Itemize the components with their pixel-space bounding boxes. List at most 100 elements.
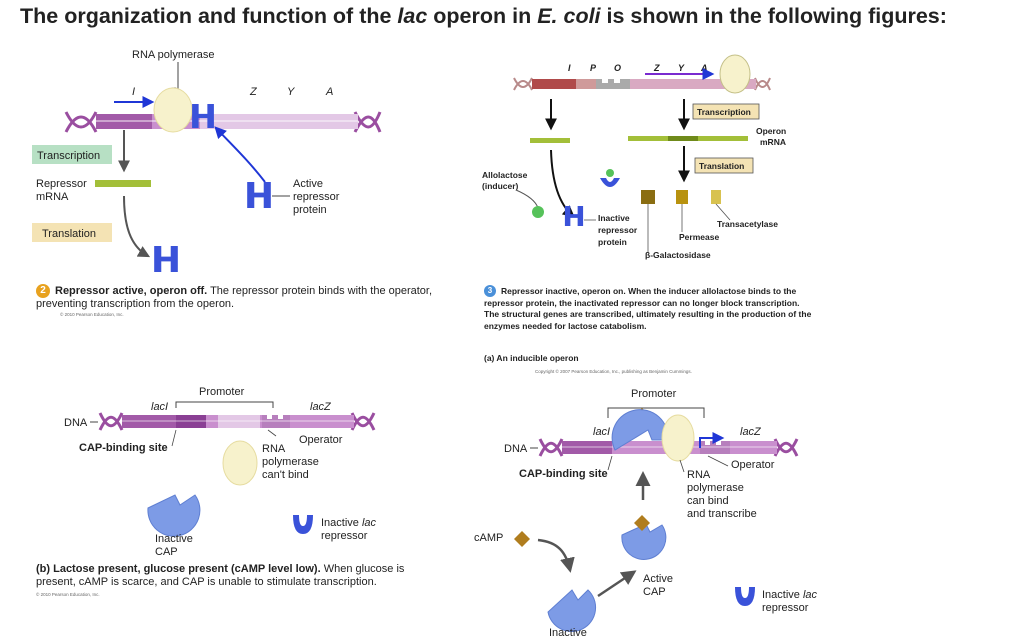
repressor-mrna-label: Repressor — [36, 178, 87, 190]
laci-label: lacI — [151, 401, 168, 413]
inactive-repressor-label: repressor — [598, 225, 638, 235]
page-title: The organization and function of the lac… — [20, 4, 947, 28]
gene-p-label: P — [590, 63, 597, 73]
inactive-cap-label: CAP — [155, 546, 178, 558]
rna-polymerase-label: RNA — [687, 469, 711, 481]
translation-box — [694, 157, 754, 174]
copyright-note: © 2010 Pearson Education, Inc. — [36, 592, 100, 597]
rna-polymerase-label: polymerase — [687, 482, 744, 494]
rna-polymerase-label: and transcribe — [687, 508, 757, 520]
active-cap-label: CAP — [643, 586, 666, 598]
caption-text: When glucose is present, cAMP is scarce,… — [36, 563, 405, 588]
operon-mrna-label: Operon — [756, 126, 786, 136]
rna-polymerase-label: RNA — [262, 443, 286, 455]
inactive-cap-label: Inactive — [155, 533, 193, 545]
promoter-label: Promoter — [199, 386, 245, 398]
inactive-repressor-icon — [564, 206, 584, 226]
active-repressor-label: Active — [293, 178, 323, 190]
rna-polymerase-label: can't bind — [262, 469, 309, 481]
inactive-lac-repressor-label: repressor — [762, 602, 809, 614]
panel-repressor-active: RNA polymerase I P Z Y A Active represso… — [32, 49, 382, 272]
transcription-direction-arrow — [699, 432, 725, 448]
copyright-note: Copyright © 2007 Pearson Education, Inc.… — [535, 369, 692, 374]
dna-strand — [513, 77, 771, 91]
operator-label: Operator — [299, 434, 343, 446]
rna-polymerase — [661, 414, 695, 462]
activation-arrow — [597, 570, 637, 598]
rna-polymerase-label: can bind — [687, 495, 729, 507]
gene-i-label: I — [132, 86, 135, 98]
transacetylase-label: Transacetylase — [717, 219, 778, 229]
lacz-label: lacZ — [310, 401, 332, 413]
subtitle-inducible-operon: (a) An inducible operon — [484, 353, 579, 363]
beta-galactosidase-label: β-Galactosidase — [645, 250, 711, 260]
dna-strand — [98, 412, 376, 431]
permease-icon — [676, 190, 688, 204]
lacz-label: lacZ — [740, 426, 762, 438]
permease-label: Permease — [679, 232, 719, 242]
inactive-repressor-label: protein — [598, 237, 627, 247]
laci-label: lacI — [593, 426, 610, 438]
translation-label: Translation — [42, 228, 96, 240]
caption-panel-b: (b) Lactose present, glucose present (cA… — [36, 563, 436, 589]
rna-polymerase-label: polymerase — [262, 456, 319, 468]
inactive-lac-repressor-label: repressor — [321, 530, 368, 542]
transcription-label: Transcription — [37, 150, 100, 162]
cap-binding-site-label: CAP-binding site — [79, 442, 168, 454]
gene-y-label: Y — [287, 86, 295, 98]
allolactose-label: (inducer) — [482, 181, 519, 191]
dna-label: DNA — [64, 417, 88, 429]
gene-z-label: Z — [653, 63, 660, 73]
dna-strand — [64, 111, 382, 133]
copyright-note: © 2010 Pearson Education, Inc. — [60, 312, 124, 317]
repressor-mrna-label: mRNA — [36, 191, 69, 203]
gene-o-label: O — [614, 63, 621, 73]
step-number-badge: 2 — [36, 284, 50, 298]
repressor-mrna — [530, 138, 570, 143]
camp-icon — [514, 531, 530, 547]
beta-galactosidase-icon — [641, 190, 655, 204]
rna-polymerase — [222, 440, 258, 486]
dna-label: DNA — [504, 443, 528, 455]
step-number-badge: 3 — [484, 285, 496, 297]
transcription-label: Transcription — [697, 107, 751, 117]
translation-arrow — [123, 195, 151, 258]
rna-polymerase — [719, 54, 751, 94]
promoter-label: Promoter — [631, 388, 677, 400]
camp-label: cAMP — [474, 532, 503, 544]
repressor-protein-icon — [154, 246, 178, 272]
camp-binding-arrow — [537, 538, 575, 573]
caption-text: The repressor protein binds with the ope… — [36, 285, 433, 310]
active-cap-label: Active — [643, 573, 673, 585]
active-repressor-icon — [247, 182, 271, 208]
bound-camp-icon — [634, 515, 650, 531]
panel-repressor-inactive: I P O Z Y A Transcription Operon mRNA Tr… — [482, 54, 786, 260]
caption-heading: Repressor active, operon off. — [55, 285, 208, 297]
translation-label: Translation — [699, 161, 744, 171]
binding-arrow — [214, 126, 266, 183]
repressor-mrna — [95, 180, 151, 187]
gene-i-label: I — [568, 63, 571, 73]
transacetylase-icon — [711, 190, 721, 204]
promoter-bracket — [607, 407, 705, 418]
gene-a-label: A — [325, 86, 333, 98]
operator-label: Operator — [731, 459, 775, 471]
active-repressor-label: repressor — [293, 191, 340, 203]
gene-y-label: Y — [678, 63, 685, 73]
caption-heading: Repressor inactive, operon on. — [501, 286, 626, 296]
cap-binding-site-label: CAP-binding site — [519, 468, 608, 480]
promoter-bracket — [175, 401, 274, 408]
rna-polymerase — [153, 87, 193, 133]
transcription-box — [692, 103, 760, 120]
inactive-lac-repressor-icon — [735, 587, 755, 606]
transcription-box — [32, 145, 112, 164]
inactive-lac-repressor-label: Inactive lac — [762, 589, 818, 601]
inactive-repressor-label: Inactive — [598, 213, 630, 223]
panel-glucose-absent: Promoter lacI lacZ DNA Operator CAP-bind… — [474, 388, 818, 639]
repressor-inducer-complex — [600, 178, 620, 187]
allolactose-label: Allolactose — [482, 170, 528, 180]
inactive-lac-repressor-label: Inactive lac — [321, 517, 377, 529]
allolactose-inducer — [532, 206, 544, 218]
active-cap-protein — [621, 523, 667, 560]
